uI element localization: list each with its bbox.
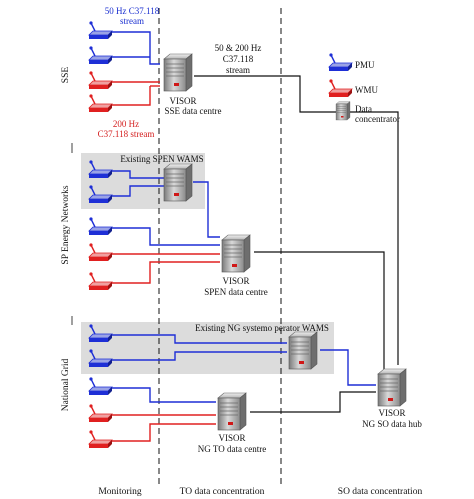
legend-wmu-label: WMU — [355, 85, 378, 95]
wmu-device-icon — [88, 242, 113, 262]
spen-links — [112, 170, 220, 284]
blue-stream-label-2: stream — [120, 16, 144, 26]
wmu-device-icon — [88, 70, 113, 90]
zone-label-sse: SSE — [61, 67, 71, 84]
spen-server-label-1: VISOR — [222, 276, 249, 286]
combined-stream-label-1: 50 & 200 Hz — [215, 43, 262, 53]
ngto-server-label-1: VISOR — [218, 433, 245, 443]
pmu-device-icon — [88, 216, 113, 236]
ngto-server-icon — [217, 392, 247, 431]
ngso-server-label-1: VISOR — [378, 408, 405, 418]
red-stream-label-1: 200 Hz — [113, 119, 139, 129]
ngto-to-so-link — [250, 391, 376, 413]
spen-to-so-link — [254, 251, 385, 372]
sse-server-label-1: VISOR — [169, 96, 196, 106]
combined-stream-label-2: C37.118 — [223, 54, 254, 64]
ngso-server-icon — [377, 368, 407, 407]
spen-wams-label: Existing SPEN WAMS — [120, 154, 203, 164]
ngto-server-label-2: NG TO data centre — [198, 444, 266, 454]
wmu-device-icon — [88, 93, 113, 113]
legend: PMU WMU Data concentrator — [328, 52, 400, 124]
pmu-device-icon — [88, 45, 113, 65]
blue-stream-label-1: 50 Hz C37.118 — [105, 6, 160, 16]
sse-server-icon — [163, 53, 193, 92]
column-label-so: SO data concentration — [338, 487, 423, 497]
column-label-to: TO data concentration — [180, 487, 265, 497]
pmu-device-icon — [88, 376, 113, 396]
ng-wams-label: Existing NG systemo perator WAMS — [195, 323, 329, 333]
legend-wmu-icon — [328, 78, 353, 98]
ng-wams-server-icon — [288, 331, 318, 370]
legend-concentrator-label-2: concentrator — [355, 114, 400, 124]
column-label-monitoring: Monitoring — [98, 487, 142, 497]
red-stream-label-2: C37.118 stream — [98, 129, 155, 139]
legend-pmu-icon — [328, 52, 353, 72]
spen-server-icon — [221, 234, 251, 273]
legend-concentrator-label-1: Data — [355, 104, 372, 114]
ng-links — [112, 334, 376, 442]
spen-server-label-2: SPEN data centre — [204, 287, 267, 297]
zone-label-sp: SP Energy Networks — [61, 185, 71, 264]
sse-server-label-2: SSE data centre — [165, 106, 222, 116]
spen-wams-server-icon — [163, 163, 193, 202]
legend-server-icon — [335, 101, 351, 121]
zone-label-ng: National Grid — [61, 359, 71, 412]
combined-stream-label-3: stream — [226, 65, 250, 75]
sse-links — [112, 31, 160, 106]
wmu-device-icon — [88, 271, 113, 291]
ngso-server-label-2: NG SO data hub — [362, 419, 422, 429]
wmu-device-icon — [88, 429, 113, 449]
wmu-device-icon — [88, 403, 113, 423]
sse-to-so-link — [194, 75, 399, 365]
legend-pmu-label: PMU — [355, 60, 375, 70]
pmu-device-icon — [88, 20, 113, 40]
